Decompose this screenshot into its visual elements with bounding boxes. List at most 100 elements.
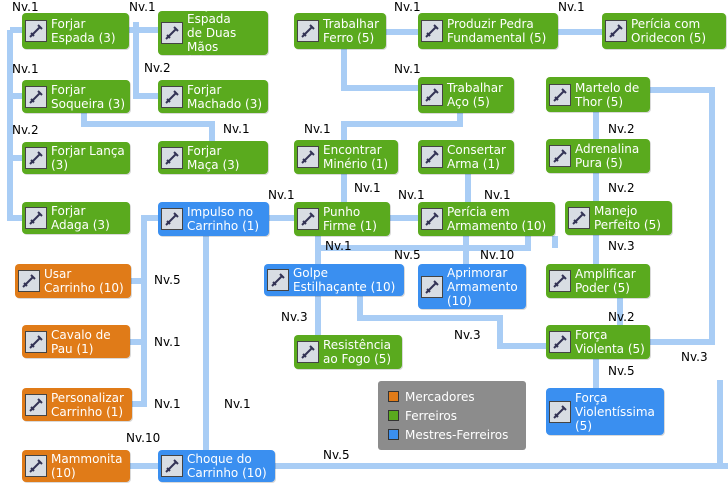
- sword-icon: [161, 22, 183, 44]
- level-label: Nv.1: [394, 62, 421, 76]
- level-label: Nv.3: [608, 239, 635, 253]
- cart-boost-icon: [161, 208, 183, 230]
- repair-icon: [421, 146, 443, 168]
- legend: Mercadores Ferreiros Mestres-Ferreiros: [378, 381, 526, 450]
- node-aprimorar-armamento[interactable]: Aprimorar Armamento (10): [418, 264, 526, 309]
- node-label: Força Violentíssima (5): [575, 390, 655, 433]
- level-label: Nv.1: [223, 122, 250, 136]
- level-label: Nv.1: [558, 0, 585, 14]
- node-forjar-lanca[interactable]: Forjar Lança (3): [22, 142, 130, 174]
- weapon-research-icon: [421, 208, 443, 230]
- node-label: Adrenalina Pura (5): [575, 142, 640, 170]
- node-forjar-adaga[interactable]: Forjar Adaga (3): [22, 202, 130, 234]
- level-label: Nv.1: [129, 0, 156, 14]
- level-label: Nv.1: [484, 188, 511, 202]
- legend-label: Mestres-Ferreiros: [405, 427, 509, 442]
- level-label: Nv.1: [12, 0, 39, 14]
- level-label: Nv.1: [304, 122, 331, 136]
- node-trabalhar-aco[interactable]: Trabalhar Aço (5): [418, 77, 514, 113]
- level-label: Nv.1: [154, 397, 181, 411]
- node-label: Manejo Perfeito (5): [594, 204, 661, 232]
- node-forca-violentissima[interactable]: Força Violentíssima (5): [546, 388, 664, 435]
- cart-custom-icon: [25, 393, 47, 416]
- node-label: Golpe Estilhaçante (10): [293, 266, 396, 294]
- node-produzir-pedra[interactable]: Produzir Pedra Fundamental (5): [418, 13, 558, 49]
- level-label: Nv.1: [268, 188, 295, 202]
- node-label: Produzir Pedra Fundamental (5): [447, 17, 547, 45]
- hammer-icon: [549, 83, 571, 106]
- level-label: Nv.5: [154, 273, 181, 287]
- connector-line: [130, 281, 147, 345]
- connector-line: [7, 30, 22, 221]
- node-trabalhar-ferro[interactable]: Trabalhar Ferro (5): [294, 13, 386, 49]
- node-forjar-soqueira[interactable]: Forjar Soqueira (3): [22, 80, 130, 113]
- node-adrenalina-pura[interactable]: Adrenalina Pura (5): [546, 139, 650, 173]
- node-cavalo-pau[interactable]: Cavalo de Pau (1): [22, 325, 130, 358]
- shatter-icon: [267, 269, 289, 291]
- node-label: Choque do Carrinho (10): [187, 452, 267, 480]
- iron-icon: [297, 20, 319, 42]
- node-pericia-oridecon[interactable]: Perícia com Oridecon (5): [602, 13, 726, 49]
- ore-icon: [297, 146, 319, 168]
- level-label: Nv.2: [608, 310, 635, 324]
- force-icon: [549, 331, 571, 353]
- node-mammonita[interactable]: Mammonita (10): [22, 450, 130, 482]
- legend-swatch-mercadores: [388, 391, 399, 402]
- level-label: Nv.5: [394, 248, 421, 262]
- connector-line: [357, 296, 546, 349]
- node-label: Forjar Espada de Duas Mãos (3): [187, 0, 237, 68]
- node-label: Resistência ao Fogo (5): [323, 338, 392, 366]
- level-label: Nv.1: [398, 188, 425, 202]
- stone-icon: [421, 20, 443, 42]
- maximum-force-icon: [549, 400, 571, 423]
- level-label: Nv.1: [12, 62, 39, 76]
- node-label: Encontrar Minério (1): [323, 143, 389, 171]
- level-label: Nv.1: [354, 181, 381, 195]
- level-label: Nv.10: [126, 431, 161, 445]
- node-personalizar-carrinho[interactable]: Personalizar Carrinho (1): [22, 388, 132, 421]
- anvil-icon: [421, 275, 443, 298]
- knuckle-icon: [25, 85, 47, 108]
- node-pericia-armamento[interactable]: Perícia em Armamento (10): [418, 202, 555, 236]
- node-martelo-thor[interactable]: Martelo de Thor (5): [546, 77, 650, 112]
- connector-line: [130, 342, 147, 407]
- node-label: Personalizar Carrinho (1): [51, 390, 124, 419]
- node-label: Aprimorar Armamento (10): [447, 265, 518, 308]
- node-forjar-machado[interactable]: Forjar Machado (3): [158, 80, 268, 113]
- node-label: Martelo de Thor (5): [575, 80, 640, 109]
- node-amplificar-poder[interactable]: Amplificar Poder (5): [546, 264, 650, 298]
- node-forjar-espada-duas-maos[interactable]: Forjar Espada de Duas Mãos (3): [158, 0, 268, 68]
- node-golpe-estilhacante[interactable]: Golpe Estilhaçante (10): [264, 264, 404, 296]
- node-label: Forjar Lança (3): [51, 144, 125, 172]
- connector-line: [130, 215, 158, 284]
- connector-line: [133, 22, 158, 99]
- level-label: Nv.1: [154, 335, 181, 349]
- node-manejo-perfeito[interactable]: Manejo Perfeito (5): [565, 201, 672, 235]
- node-label: Perícia com Oridecon (5): [631, 17, 707, 45]
- node-label: Forjar Adaga (3): [51, 204, 110, 232]
- node-usar-carrinho[interactable]: Usar Carrinho (10): [15, 264, 131, 298]
- node-choque-carrinho[interactable]: Choque do Carrinho (10): [158, 450, 275, 482]
- node-punho-firme[interactable]: Punho Firme (1): [294, 202, 390, 236]
- connector-line: [315, 236, 531, 251]
- connector-line: [341, 113, 463, 140]
- level-label: Nv.1: [325, 239, 352, 253]
- node-label: Impulso no Carrinho (1): [187, 205, 260, 233]
- adrenaline-icon: [549, 145, 571, 167]
- node-encontrar-minerio[interactable]: Encontrar Minério (1): [294, 140, 398, 174]
- node-forjar-maca[interactable]: Forjar Maça (3): [158, 141, 268, 174]
- level-label: Nv.1: [224, 397, 251, 411]
- legend-item: Mestres-Ferreiros: [388, 425, 526, 444]
- node-consertar-arma[interactable]: Consertar Arma (1): [418, 140, 514, 174]
- node-forca-violenta[interactable]: Força Violenta (5): [546, 325, 650, 359]
- level-label: Nv.2: [12, 123, 39, 137]
- node-label: Cavalo de Pau (1): [51, 327, 111, 356]
- node-impulso-carrinho[interactable]: Impulso no Carrinho (1): [158, 202, 269, 236]
- node-label: Forjar Maça (3): [187, 143, 240, 172]
- node-label: Perícia em Armamento (10): [447, 205, 547, 233]
- node-forjar-espada[interactable]: Forjar Espada (3): [22, 13, 129, 49]
- mace-icon: [161, 146, 183, 169]
- node-resistencia-fogo[interactable]: Resistência ao Fogo (5): [294, 335, 402, 369]
- level-label: Nv.1: [394, 0, 421, 14]
